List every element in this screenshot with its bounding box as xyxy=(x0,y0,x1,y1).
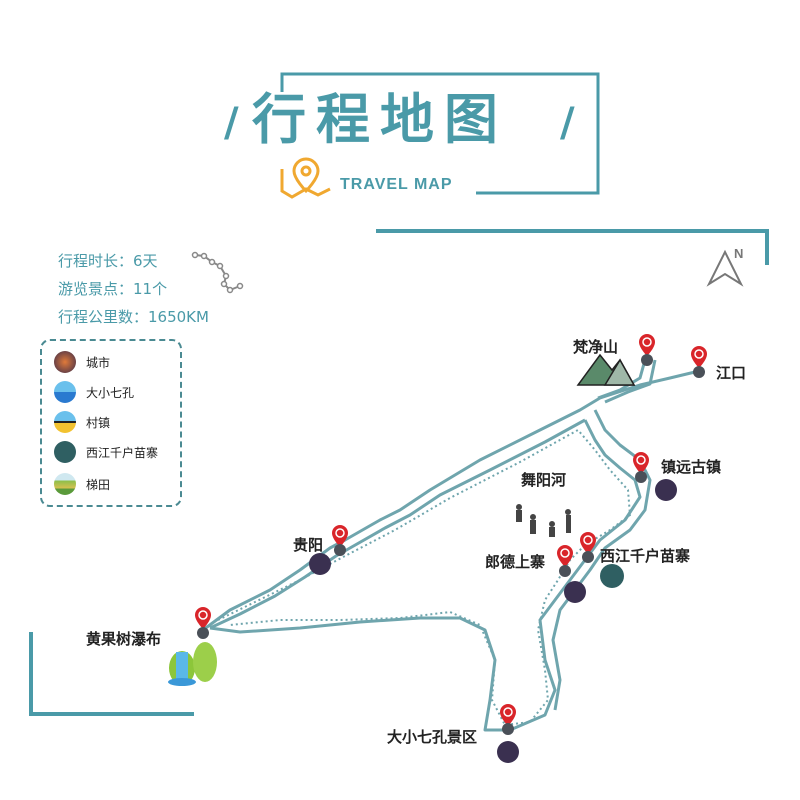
village-icon xyxy=(54,411,76,433)
route-dots-icon xyxy=(191,251,244,294)
legend-item-village: 村镇 xyxy=(54,411,110,433)
title-slash-left: / xyxy=(224,100,239,146)
place-label-jiangkou: 江口 xyxy=(716,364,747,382)
place-label-huangguoshu: 黄果树瀑布 xyxy=(86,630,162,648)
city-icon xyxy=(497,741,519,763)
miao-village-icon xyxy=(54,441,76,463)
place-label-xijiang: 西江千户苗寨 xyxy=(600,547,691,565)
legend-item-city: 城市 xyxy=(54,351,110,373)
legend-label: 村镇 xyxy=(86,415,111,430)
legend-item-qikong: 大小七孔 xyxy=(54,381,134,403)
place-label-langde: 郎德上寨 xyxy=(485,553,546,571)
legend-label: 西江千户苗寨 xyxy=(86,445,159,460)
compass-icon xyxy=(706,249,744,287)
city-icon xyxy=(54,351,76,373)
dancers-icon xyxy=(516,504,571,537)
title-slash-right: / xyxy=(560,100,575,146)
legend-item-terrace: 梯田 xyxy=(54,473,110,495)
city-icon xyxy=(564,581,586,603)
stat-duration: 行程时长：6天 xyxy=(58,252,158,270)
location-pin-icon xyxy=(280,157,331,199)
waterfall-icon xyxy=(168,642,217,686)
legend-label: 大小七孔 xyxy=(86,385,135,400)
legend-box: 城市 大小七孔 村镇 西江千户苗寨 梯田 xyxy=(40,339,182,507)
qikong-icon xyxy=(54,381,76,403)
place-label-qikong: 大小七孔景区 xyxy=(387,728,478,746)
place-label-guiyang: 贵阳 xyxy=(293,536,324,554)
legend-item-miao: 西江千户苗寨 xyxy=(54,441,158,463)
stat-spots: 游览景点：11个 xyxy=(58,280,168,298)
place-label-fanjingshan: 梵净山 xyxy=(573,338,619,356)
compass-north-label: N xyxy=(734,246,744,261)
page-subtitle: TRAVEL MAP xyxy=(340,176,453,193)
page-title: 行程地图 xyxy=(252,88,508,151)
miao-village-icon xyxy=(600,564,624,588)
mountain-icon xyxy=(576,353,636,386)
river-label: 舞阳河 xyxy=(521,471,567,489)
legend-label: 梯田 xyxy=(86,477,111,492)
legend-label: 城市 xyxy=(86,355,111,370)
city-icon xyxy=(655,479,677,501)
stat-distance: 行程公里数：1650KM xyxy=(58,308,209,326)
city-icon xyxy=(309,553,331,575)
place-label-zhenyuan: 镇远古镇 xyxy=(661,458,722,476)
terrace-icon xyxy=(54,473,76,495)
